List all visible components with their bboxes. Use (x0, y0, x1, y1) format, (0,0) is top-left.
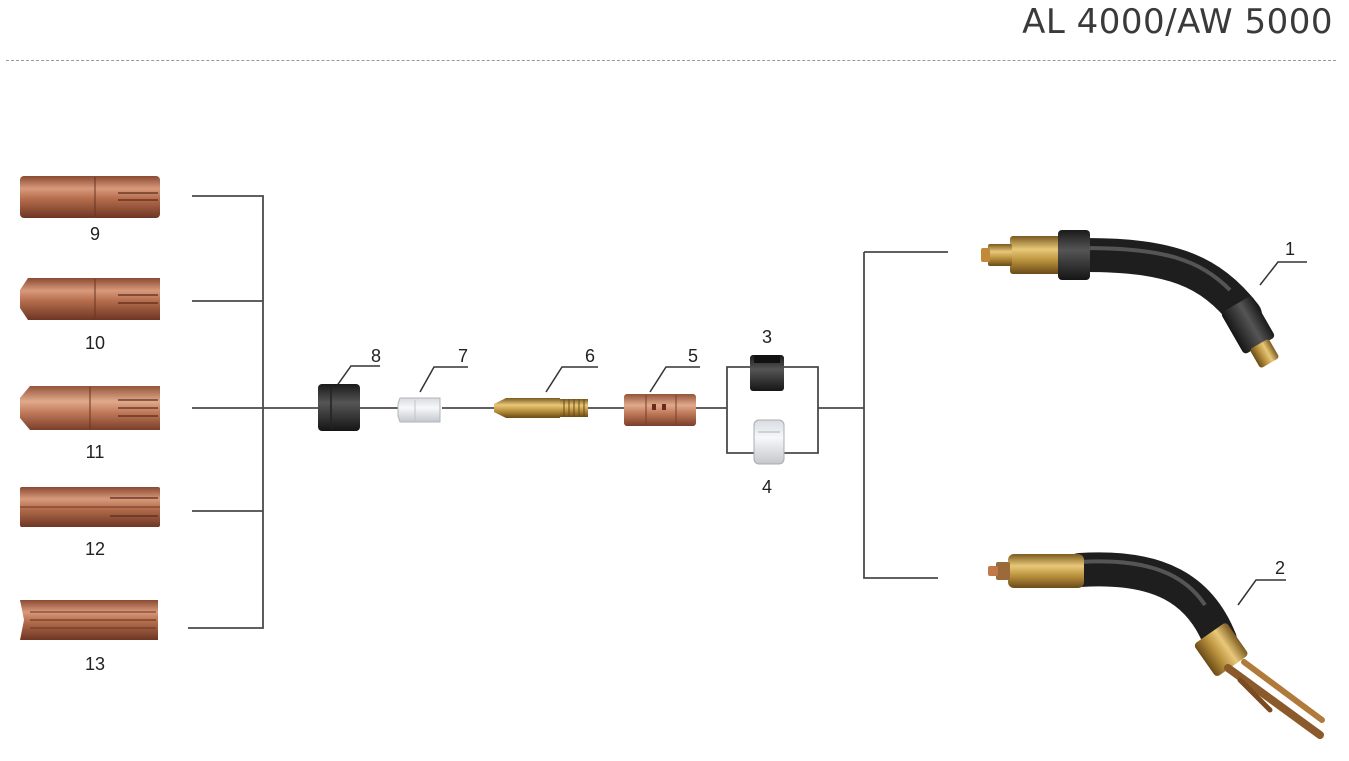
insulator-ring-3 (750, 355, 784, 391)
label-part-3: 3 (762, 327, 772, 347)
label-part-10: 10 (85, 333, 105, 353)
label-part-7: 7 (458, 346, 468, 366)
torch-neck-1 (981, 230, 1279, 368)
insulator-8 (318, 384, 360, 431)
nozzle-12 (20, 487, 160, 527)
torch-neck-2 (988, 552, 1325, 739)
nozzle-10 (20, 278, 160, 320)
label-part-1: 1 (1285, 239, 1295, 259)
nozzle-11 (20, 386, 160, 430)
label-part-13: 13 (85, 654, 105, 674)
label-part-8: 8 (371, 346, 381, 366)
part-labels: 1 2 3 4 5 6 7 8 9 10 11 12 13 (85, 224, 1295, 674)
label-part-9: 9 (90, 224, 100, 244)
label-part-4: 4 (762, 477, 772, 497)
tip-holder-5 (624, 394, 696, 426)
label-part-2: 2 (1275, 558, 1285, 578)
connector-lines (188, 195, 948, 629)
leader-lines (335, 261, 1307, 606)
nozzle-9 (20, 176, 160, 218)
contact-tip-6 (494, 398, 588, 418)
dashed-divider (6, 60, 1336, 61)
page-title: AL 4000/AW 5000 (1022, 2, 1333, 42)
insulator-ring-4 (753, 419, 785, 465)
label-part-12: 12 (85, 539, 105, 559)
label-part-6: 6 (585, 346, 595, 366)
label-part-5: 5 (688, 346, 698, 366)
gas-diffuser-7 (397, 397, 441, 423)
label-part-11: 11 (86, 442, 105, 462)
nozzle-13 (20, 600, 158, 640)
